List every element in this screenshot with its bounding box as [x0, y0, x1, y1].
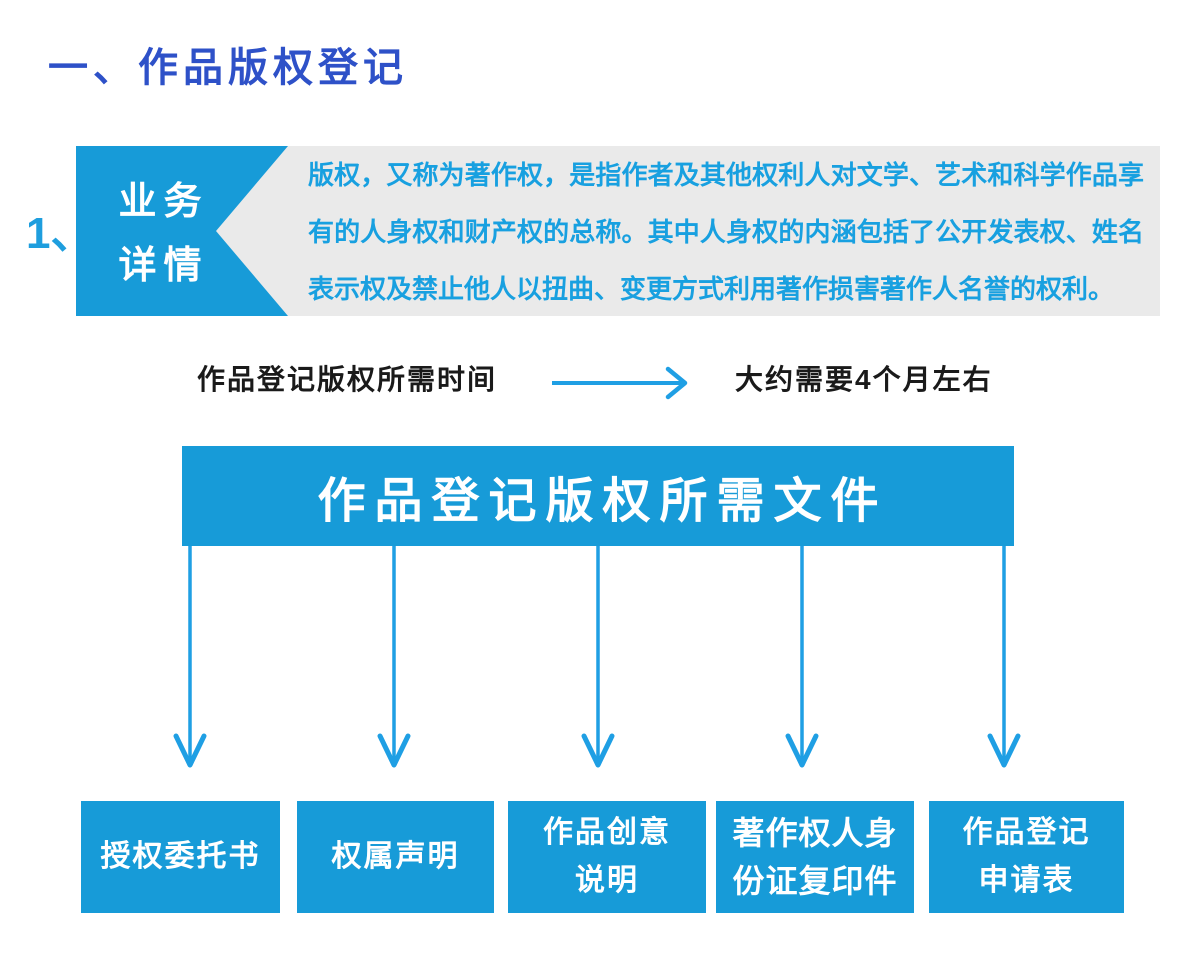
description-line: 表示权及禁止他人以扭曲、变更方式利用著作损害著作人名誉的权利。 [308, 274, 1115, 304]
document-box-ownership-statement: 权属声明 [297, 801, 494, 913]
required-documents-banner-label: 作品登记版权所需文件 [317, 475, 888, 528]
document-box-label: 作品创意 [543, 816, 671, 849]
down-arrow-icon [377, 546, 411, 768]
document-box-label: 申请表 [978, 864, 1075, 897]
down-arrow-icon [785, 546, 819, 768]
document-box-label: 份证复印件 [732, 863, 898, 899]
document-box-id-copy: 著作权人身 份证复印件 [716, 801, 914, 913]
down-arrow-icon [173, 546, 207, 768]
business-details-label-line2: 详情 [118, 245, 209, 287]
document-box-label: 作品登记 [962, 816, 1091, 849]
document-box-label: 权属声明 [331, 840, 460, 873]
right-arrow-icon [552, 366, 688, 400]
time-required-label: 作品登记版权所需时间 [197, 364, 498, 395]
document-box-label: 说明 [575, 864, 639, 897]
description-line: 版权，又称为著作权，是指作者及其他权利人对文学、艺术和科学作品享 [308, 160, 1144, 190]
down-arrow-icon [581, 546, 615, 768]
document-box-authorization-letter: 授权委托书 [81, 801, 280, 913]
document-box-label: 著作权人身 [732, 815, 898, 851]
document-box-label: 授权委托书 [100, 840, 261, 873]
required-documents-banner: 作品登记版权所需文件 [182, 446, 1014, 546]
down-arrow-icon [987, 546, 1021, 768]
callout-left-chevron-icon [216, 146, 288, 316]
document-box-creative-description: 作品创意 说明 [508, 801, 706, 913]
document-box-application-form: 作品登记 申请表 [929, 801, 1124, 913]
page-title: 一、作品版权登记 [48, 46, 408, 90]
business-details-label-line1: 业务 [118, 181, 209, 223]
time-duration-label: 大约需要4个月左右 [735, 364, 993, 395]
description-callout: 版权，又称为著作权，是指作者及其他权利人对文学、艺术和科学作品享 有的人身权和财… [216, 146, 1160, 316]
description-line: 有的人身权和财产权的总称。其中人身权的内涵包括了公开发表权、姓名 [308, 217, 1144, 247]
